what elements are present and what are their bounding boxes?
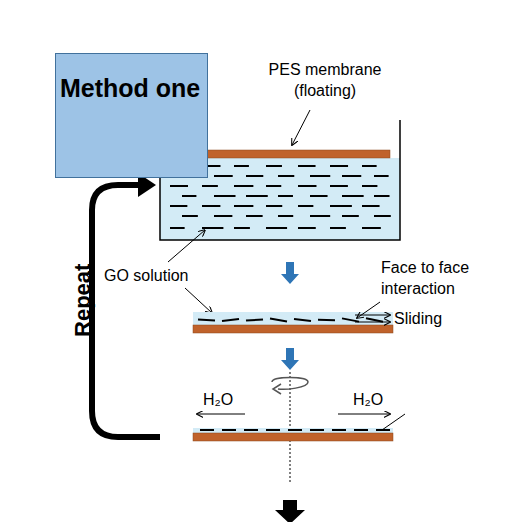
- go-flake: [330, 185, 348, 187]
- next-step-arrow: [275, 500, 305, 522]
- go-flake: [330, 165, 348, 167]
- go-flake: [342, 318, 359, 321]
- go-flake: [234, 165, 249, 167]
- go-flake: [374, 175, 389, 177]
- go-flake: [278, 175, 294, 177]
- sliding-label: Sliding: [394, 309, 474, 330]
- go-flake: [294, 319, 311, 321]
- leader-line: [357, 302, 380, 318]
- go-flakes: [198, 318, 383, 322]
- go-flake: [374, 195, 390, 197]
- go-flake: [246, 215, 263, 217]
- go-flake: [374, 215, 391, 217]
- go-flake: [288, 429, 302, 431]
- go-flake: [310, 429, 324, 431]
- water-label: H₂O: [203, 390, 253, 411]
- step-arrow: [281, 348, 299, 370]
- leader-line: [185, 288, 212, 313]
- go-flake: [234, 227, 250, 229]
- go-flake: [310, 195, 328, 197]
- go-flake: [366, 318, 383, 322]
- go-flake: [170, 205, 187, 207]
- spin-symbol: [272, 378, 308, 390]
- go-flake: [298, 227, 316, 229]
- go-flake: [246, 319, 263, 320]
- go-flake: [234, 185, 253, 187]
- go-flake: [362, 205, 380, 207]
- go-flake: [330, 227, 346, 229]
- go-flake: [266, 185, 281, 187]
- go-flake: [354, 429, 368, 431]
- go-flake: [170, 185, 188, 187]
- go-flake: [266, 227, 287, 229]
- go-flake: [310, 175, 330, 177]
- go-flake: [298, 205, 313, 207]
- go-flake: [222, 319, 239, 321]
- go-flake: [266, 205, 282, 207]
- sliding-arrow: [355, 322, 390, 323]
- go-flake: [342, 215, 359, 217]
- repeat-label: Repeat: [69, 255, 98, 345]
- solution-label: GO solution: [104, 266, 214, 287]
- leader-line: [292, 110, 310, 145]
- go-flake: [332, 429, 346, 431]
- membrane-label: PES membrane (floating): [250, 60, 400, 102]
- go-flake: [310, 215, 330, 217]
- go-flake: [298, 185, 316, 187]
- water-layer: [193, 428, 393, 433]
- go-flake: [342, 175, 361, 177]
- go-flake: [342, 195, 364, 197]
- go-flake: [266, 165, 282, 167]
- go-flake: [298, 165, 316, 167]
- go-flake: [246, 175, 263, 177]
- go-flake: [244, 429, 258, 431]
- go-flake: [182, 215, 198, 217]
- go-flake: [170, 227, 185, 229]
- go-flake: [202, 227, 223, 229]
- go-flake: [278, 195, 293, 197]
- go-flake: [246, 195, 268, 197]
- go-flake: [214, 175, 233, 177]
- go-flake: [200, 429, 214, 431]
- go-flake: [182, 195, 196, 197]
- go-flake: [214, 215, 232, 217]
- method-box: Method one: [55, 53, 208, 178]
- step-arrow: [281, 262, 299, 284]
- go-flake: [362, 165, 377, 167]
- pes-membrane: [193, 150, 390, 158]
- interaction-label: Face to face interaction: [381, 258, 493, 300]
- go-flake: [318, 319, 335, 321]
- water-label: H₂O: [353, 390, 403, 411]
- go-flake: [222, 429, 236, 431]
- water-arrow: [197, 414, 245, 415]
- leader-line: [382, 414, 405, 430]
- go-flake: [270, 319, 287, 322]
- go-flake: [330, 205, 352, 207]
- go-flake: [266, 429, 280, 431]
- go-flake: [362, 227, 381, 229]
- spin-symbol: [273, 384, 281, 394]
- water-arrow: [338, 414, 390, 415]
- repeat-arrow: [92, 185, 160, 437]
- go-flake: [278, 215, 293, 217]
- go-flake: [362, 185, 377, 187]
- method-title: Method one: [60, 74, 200, 103]
- go-flake: [234, 205, 253, 207]
- pes-membrane: [193, 433, 393, 441]
- leader-line: [168, 230, 205, 262]
- go-flake: [202, 205, 220, 207]
- pes-membrane: [193, 325, 393, 333]
- go-flake: [214, 195, 236, 197]
- sliding-arrow: [355, 315, 390, 316]
- go-flakes: [200, 430, 390, 431]
- go-flake: [198, 319, 215, 322]
- go-flake: [202, 185, 218, 187]
